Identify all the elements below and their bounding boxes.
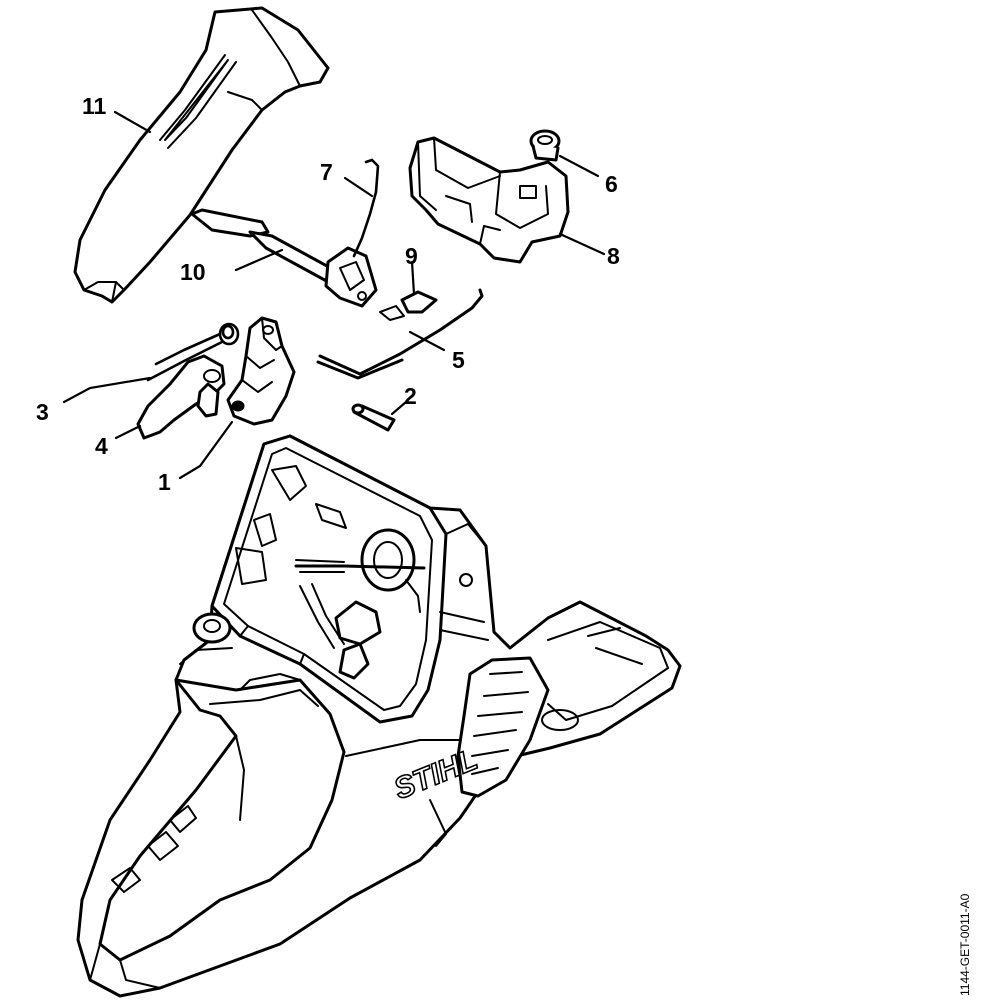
- callout-10: 10: [180, 259, 206, 285]
- throttle-rod-part: [190, 208, 378, 308]
- throttle-rod-wire-part: [316, 288, 484, 380]
- torsion-spring-part: [146, 322, 240, 382]
- callout-6: 6: [605, 171, 618, 197]
- callout-5: 5: [452, 347, 465, 373]
- spring-part: [352, 158, 380, 258]
- reference-code: 1144-GET-0011-A0: [958, 893, 972, 996]
- callout-7: 7: [320, 159, 333, 185]
- callout-2: 2: [404, 383, 417, 409]
- callout-4: 4: [95, 433, 108, 459]
- grommet-part: [529, 129, 561, 162]
- callout-9: 9: [405, 243, 418, 269]
- callout-8: 8: [607, 243, 620, 269]
- callout-1: 1: [158, 469, 171, 495]
- callout-3: 3: [36, 399, 49, 425]
- leader-lines: [62, 110, 606, 480]
- throttle-trigger-part: [136, 354, 226, 440]
- callout-labels: 11 7 6 8 10 9 5 3 2 4 1: [36, 93, 620, 495]
- callout-11: 11: [82, 93, 107, 119]
- handle-molding-part: [73, 6, 330, 304]
- interlock-lever-part: [226, 316, 296, 426]
- small-spring-part: [379, 290, 438, 321]
- holder-part: [408, 136, 570, 264]
- engine-housing-part: STIHL: [76, 434, 682, 998]
- pin-part: [351, 403, 396, 432]
